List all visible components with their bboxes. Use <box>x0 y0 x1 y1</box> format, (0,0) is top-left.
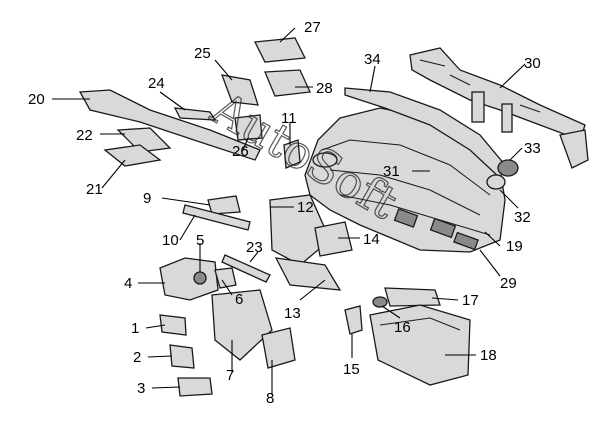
callout-7: 7 <box>226 367 234 384</box>
callout-28: 28 <box>316 80 333 97</box>
dashboard-panel <box>304 107 506 253</box>
switch-25 <box>220 74 259 106</box>
callout-9: 9 <box>143 190 151 207</box>
switch-15 <box>344 305 363 335</box>
callout-6: 6 <box>235 291 243 308</box>
switch-5 <box>193 271 207 285</box>
part-16 <box>372 296 388 308</box>
dash-trim-upper-left <box>78 89 261 161</box>
trim-24 <box>173 107 217 121</box>
callout-1: 1 <box>131 320 139 337</box>
callout-25: 25 <box>194 45 211 62</box>
glove-box-18 <box>369 304 471 386</box>
cluster-bezel-4 <box>159 257 219 301</box>
panel-27 <box>253 37 307 63</box>
part-8 <box>261 327 296 369</box>
callout-17: 17 <box>462 292 479 309</box>
part-2 <box>169 344 195 369</box>
part-11 <box>283 139 301 169</box>
leader-lines <box>52 27 526 395</box>
callout-22: 22 <box>76 127 93 144</box>
bracket-26 <box>234 114 263 141</box>
cross-car-beam <box>409 47 589 169</box>
radio-bezel-14 <box>314 221 353 257</box>
trim-17 <box>384 287 441 307</box>
callout-32: 32 <box>514 209 531 226</box>
callout-33: 33 <box>524 140 541 157</box>
trim-strip-10 <box>182 204 251 231</box>
callout-30: 30 <box>524 55 541 72</box>
round-vent-33 <box>497 159 519 177</box>
callout-18: 18 <box>480 347 497 364</box>
panel-28 <box>264 69 311 97</box>
knee-panel-7 <box>211 289 273 361</box>
callout-20: 20 <box>28 91 45 108</box>
callout-23: 23 <box>246 239 263 256</box>
callout-21: 21 <box>86 181 103 198</box>
callout-4: 4 <box>124 275 132 292</box>
callout-labels: 20 22 21 24 25 27 28 26 11 34 30 33 31 3… <box>28 19 541 407</box>
vent-22 <box>116 127 172 153</box>
callout-12: 12 <box>297 199 314 216</box>
part-6 <box>214 267 237 289</box>
callout-11: 11 <box>281 110 297 127</box>
callout-31: 31 <box>383 163 400 180</box>
callout-19: 19 <box>506 238 523 255</box>
center-bezel-12 <box>269 194 331 266</box>
callout-8: 8 <box>266 390 274 407</box>
callout-2: 2 <box>133 349 141 366</box>
panel-13 <box>274 257 342 291</box>
callout-15: 15 <box>343 361 360 378</box>
part-1 <box>159 314 187 336</box>
callout-14: 14 <box>363 231 380 248</box>
callout-27: 27 <box>304 19 321 36</box>
callout-5: 5 <box>196 232 204 249</box>
part-3 <box>177 377 213 397</box>
callout-13: 13 <box>284 305 301 322</box>
callout-16: 16 <box>394 319 411 336</box>
trim-23 <box>221 254 271 283</box>
callout-34: 34 <box>364 51 381 68</box>
trim-strip-9 <box>207 195 241 215</box>
round-vent-32 <box>486 174 506 190</box>
vent-21 <box>103 144 162 167</box>
callout-24: 24 <box>148 75 165 92</box>
callout-10: 10 <box>162 232 179 249</box>
callout-29: 29 <box>500 275 517 292</box>
callout-3: 3 <box>137 380 145 397</box>
callout-26: 26 <box>232 143 249 160</box>
